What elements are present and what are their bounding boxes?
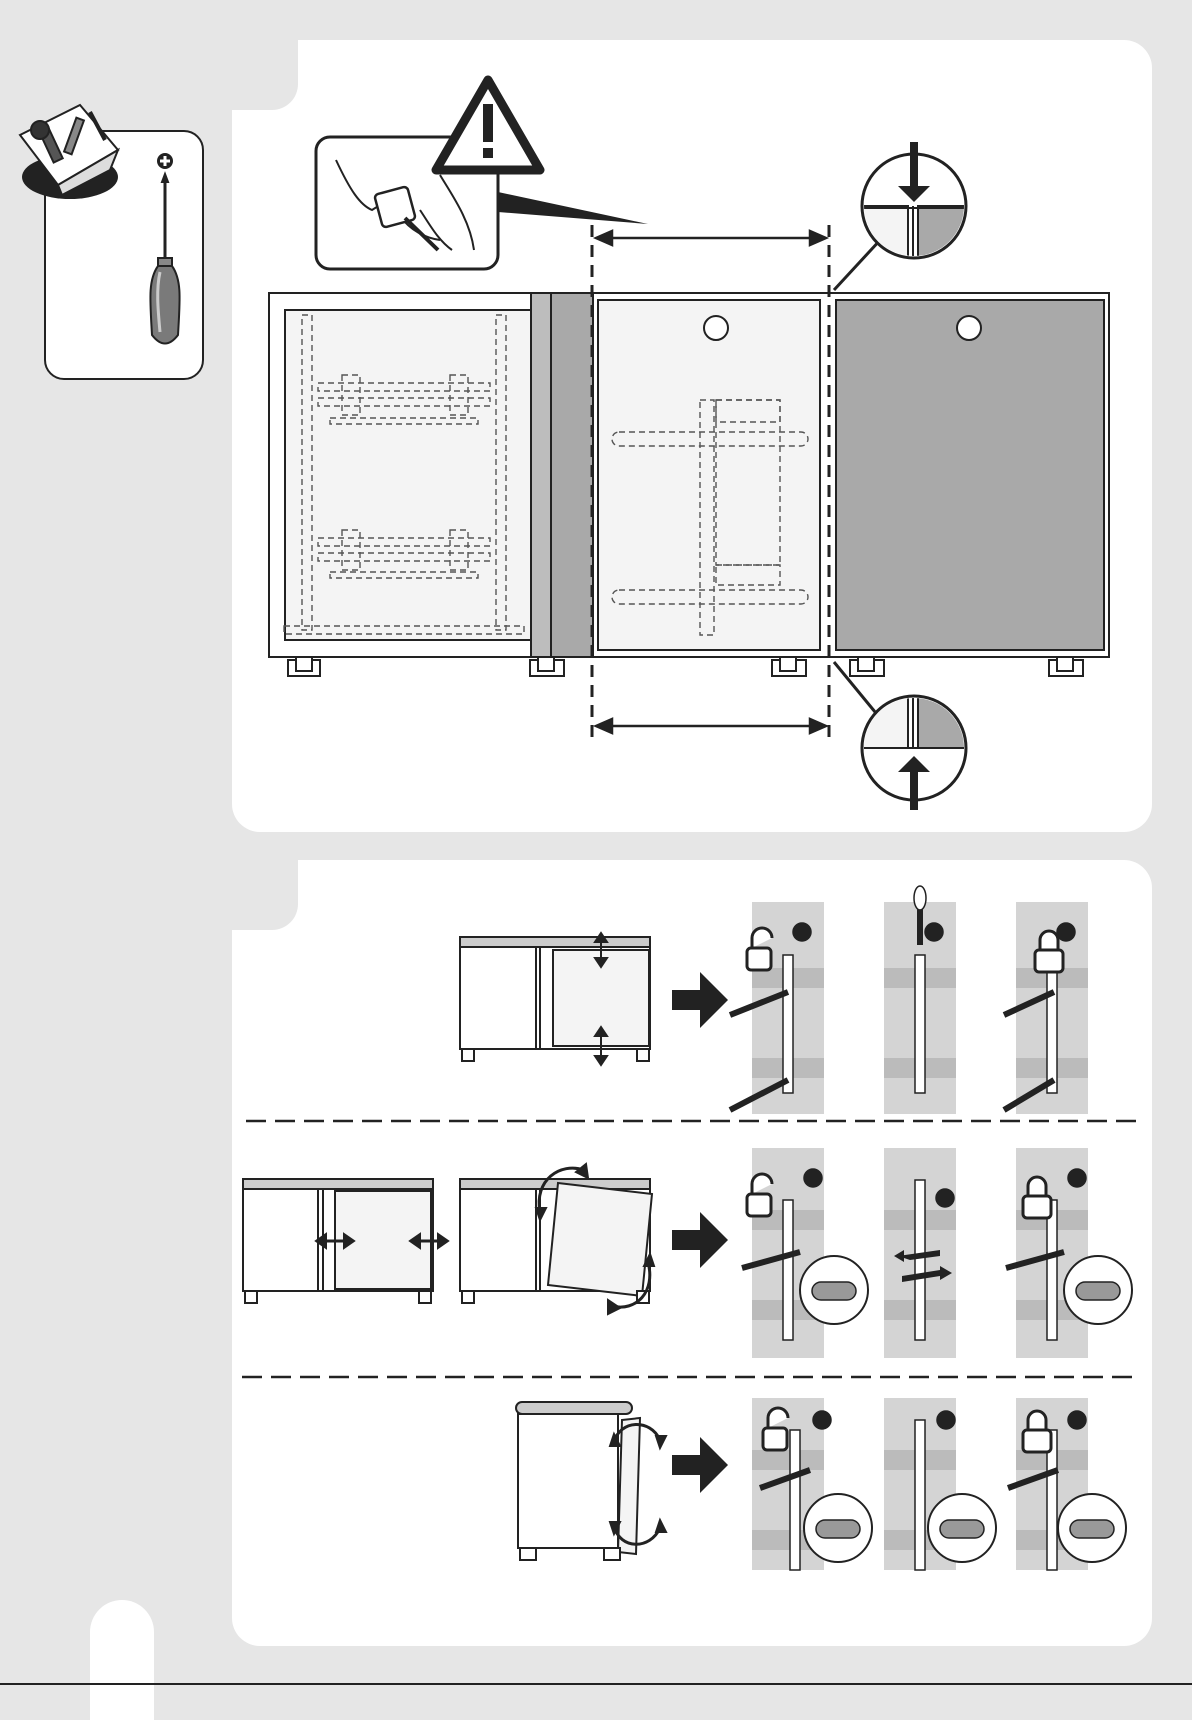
hinge-step-3b (884, 1398, 996, 1570)
hinge-step-1a (730, 902, 824, 1114)
hinge-step-2c (1006, 1148, 1132, 1358)
hinge-step-grid (730, 886, 1132, 1570)
right-arrow-icon (672, 972, 728, 1493)
hinge-step-3c (1008, 1398, 1126, 1570)
hinge-step-2b (884, 1148, 956, 1358)
cabinet-horizontal-adjust (243, 1179, 448, 1303)
hinge-step-1b (884, 886, 956, 1114)
cabinet-tilt-adjust (460, 1164, 654, 1314)
cabinet-vertical-adjust (460, 933, 650, 1065)
hinge-adjustment-illustration (0, 0, 1192, 1685)
page-number-tab (90, 1600, 154, 1720)
cabinet-depth-adjust (516, 1402, 666, 1560)
